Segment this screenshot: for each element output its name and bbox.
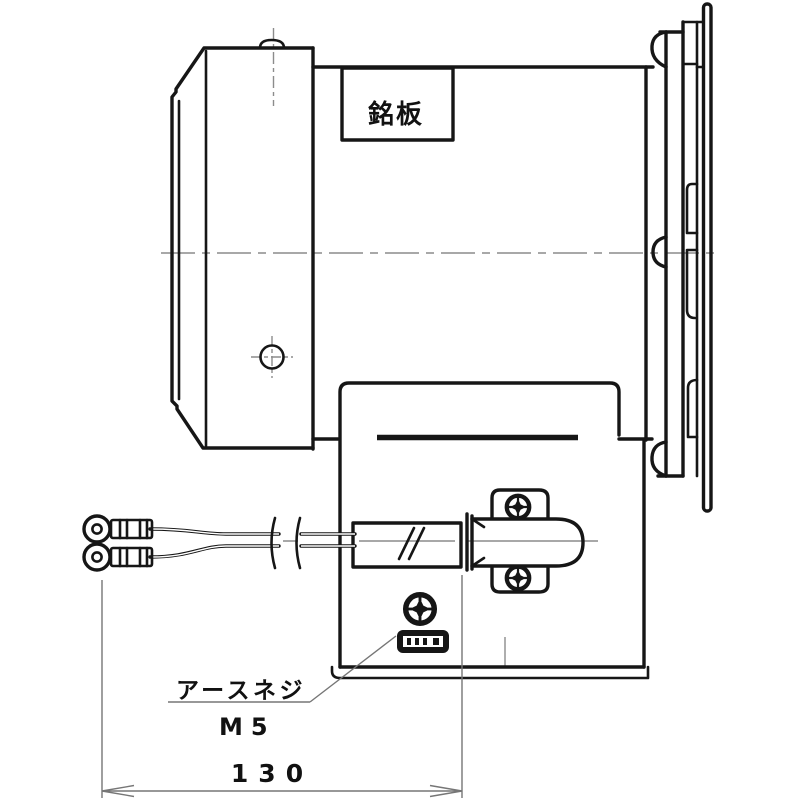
earth-label-plate <box>397 630 449 653</box>
motor-end-cap <box>170 38 315 450</box>
top-cap-screw <box>258 38 286 50</box>
gland-break-mark <box>397 526 426 561</box>
flange-strip-tab-2 <box>685 248 699 320</box>
earth-screw-size-label: M5 <box>219 713 276 741</box>
flange-strip-tab-1 <box>685 182 699 235</box>
flange-boss-top <box>650 30 668 69</box>
earth-screw-callout: アースネジ M5 <box>168 635 397 741</box>
cable-clamp <box>465 488 585 594</box>
lead-wires <box>82 514 357 572</box>
terminal-box-bottom-lip <box>330 665 650 680</box>
crimp-lines-lower <box>118 546 149 568</box>
crimp-barrel-upper <box>109 518 154 540</box>
nameplate: 銘板 <box>340 66 455 142</box>
terminal-box <box>330 381 650 680</box>
clamp-boot-notches <box>470 517 486 568</box>
flange-boss-bottom <box>650 440 668 478</box>
earth-plate-marks <box>407 638 439 645</box>
end-cap-outline <box>170 46 315 450</box>
dimension-arrow-right <box>429 784 463 798</box>
crimp-lines-upper <box>118 518 149 540</box>
ring-upper-hole <box>91 523 103 535</box>
clamp-bracket-top <box>490 488 550 520</box>
crimp-barrel-lower <box>109 546 154 568</box>
mounting-flange <box>650 2 713 513</box>
dimension-arrow-left <box>101 784 135 798</box>
clamp-screw-bottom phillips-screw-icon <box>507 567 529 589</box>
ring-lower <box>82 542 112 572</box>
ring-terminal-lower <box>82 542 154 572</box>
clamp-boot <box>470 517 585 568</box>
flange-plate <box>701 2 713 513</box>
earth-screw-label: アースネジ <box>176 678 306 704</box>
motor-body <box>311 46 655 451</box>
ring-terminal-upper <box>82 514 154 544</box>
wire-lower <box>148 544 357 559</box>
earth-screw <box>397 595 449 653</box>
clamp-screw-top phillips-screw-icon <box>507 496 529 518</box>
nameplate-box <box>340 66 455 142</box>
flange-boss-middle <box>651 235 668 269</box>
wire-highlights <box>151 528 355 558</box>
nameplate-label: 銘板 <box>368 99 424 130</box>
flange-strip-top-tab <box>681 20 705 69</box>
clamp-boot-left-cap <box>465 512 474 572</box>
dimension-value: 130 <box>231 759 313 788</box>
end-cap-hole <box>259 344 285 370</box>
flange-column-ends <box>656 30 685 478</box>
wire-break-marks <box>270 516 302 570</box>
earth-screw-head phillips-screw-icon <box>406 595 435 624</box>
ring-lower-hole <box>91 551 103 563</box>
dimension-130: 130 <box>101 575 463 798</box>
centerlines <box>161 28 716 666</box>
cable-gland <box>351 521 463 569</box>
terminal-box-saddle <box>338 381 621 669</box>
flange-strip-tab-3 <box>686 378 699 439</box>
clamp-bracket-bottom <box>490 565 550 594</box>
ring-upper <box>82 514 112 544</box>
earth-leader-line <box>168 635 397 703</box>
